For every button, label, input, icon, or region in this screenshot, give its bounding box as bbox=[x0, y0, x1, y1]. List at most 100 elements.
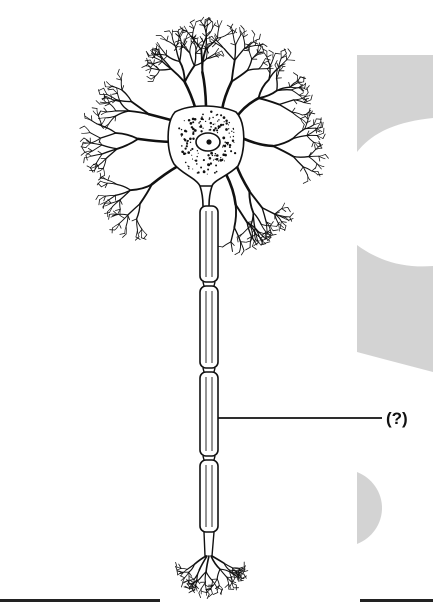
axon-terminal-branch bbox=[213, 593, 218, 595]
dendrite-branch bbox=[303, 181, 308, 183]
dendrite-branch bbox=[252, 246, 256, 249]
dendrite-branch bbox=[103, 168, 104, 175]
soma-stipple-dot bbox=[192, 138, 194, 140]
dendrite-branch bbox=[288, 208, 291, 212]
soma-stipple-dot bbox=[200, 130, 202, 132]
dendrite-branch bbox=[92, 108, 97, 109]
soma-stipple-dot bbox=[233, 132, 234, 133]
soma-stipple-dot bbox=[207, 169, 209, 171]
dendrite-branch bbox=[196, 20, 201, 22]
dendrite-branch bbox=[322, 122, 323, 127]
bottom-right-rule bbox=[360, 599, 433, 602]
dendrite-branch bbox=[319, 156, 325, 159]
dendrite-branch bbox=[244, 50, 249, 51]
soma-stipple-dot bbox=[198, 153, 199, 154]
dendrite-branch bbox=[317, 133, 324, 135]
dendrite-branch bbox=[222, 51, 224, 56]
dendrite-branch bbox=[280, 228, 285, 230]
soma-stipple-dot bbox=[223, 116, 226, 119]
dendrite-branch bbox=[108, 176, 110, 181]
soma-stipple-dot bbox=[196, 163, 198, 165]
dendrite-branch bbox=[265, 242, 270, 243]
axon-terminal-branch bbox=[190, 580, 194, 583]
dendrite-branch bbox=[318, 172, 320, 177]
soma-stipple-dot bbox=[229, 144, 231, 146]
soma-stipple-dot bbox=[222, 160, 224, 162]
soma-stipple-dot bbox=[216, 129, 218, 131]
dendrite-branch bbox=[259, 98, 280, 104]
soma-stipple-dot bbox=[216, 171, 218, 173]
dendrite-branch bbox=[194, 22, 196, 29]
dendrite-branch bbox=[201, 17, 204, 21]
dendrite-branch bbox=[99, 195, 106, 196]
dendrite-branch bbox=[315, 145, 316, 150]
soma-stipple-dot bbox=[194, 118, 197, 121]
dendrite-branch bbox=[150, 75, 155, 76]
dendrite-branch bbox=[104, 82, 105, 87]
soma-stipple-dot bbox=[190, 142, 191, 143]
dendrite-branch bbox=[102, 126, 116, 133]
soma-stipple-dot bbox=[200, 125, 203, 128]
soma-stipple-dot bbox=[225, 122, 227, 124]
nucleolus bbox=[206, 139, 211, 144]
dendrite-branch bbox=[142, 65, 147, 67]
soma-stipple-dot bbox=[192, 128, 195, 131]
dendrite-branch bbox=[277, 63, 279, 68]
soma-stipple-dot bbox=[181, 145, 183, 147]
dendrite-branch bbox=[207, 22, 211, 26]
soma-stipple-dot bbox=[227, 142, 229, 144]
axon-terminal-branch bbox=[199, 589, 201, 593]
soma-stipple-dot bbox=[210, 122, 212, 124]
dendrite-branch bbox=[113, 89, 117, 93]
soma-stipple-dot bbox=[213, 129, 216, 132]
soma-stipple-dot bbox=[181, 129, 182, 130]
dendrite-branch bbox=[110, 214, 118, 215]
dendrite-branch bbox=[119, 215, 128, 224]
dendrite-branch bbox=[292, 108, 295, 112]
bottom-left-rule bbox=[0, 599, 160, 602]
dendrite-branch bbox=[270, 222, 273, 226]
soma-stipple-dot bbox=[222, 153, 225, 156]
soma-stipple-dot bbox=[180, 133, 183, 136]
dendrite-branch bbox=[122, 90, 131, 101]
soma-stipple-dot bbox=[215, 153, 216, 154]
dendrite-branch bbox=[160, 69, 172, 70]
dendrite-branch bbox=[176, 47, 180, 62]
dendrite-branch bbox=[263, 44, 267, 47]
dendrite-branch bbox=[304, 103, 311, 104]
dendrite-branch bbox=[273, 230, 278, 231]
dendrite-branch bbox=[113, 215, 118, 216]
dendrite-branch bbox=[252, 30, 255, 34]
dendrite-branch bbox=[232, 71, 247, 82]
dendrite-branch bbox=[288, 49, 291, 53]
dendrite-branch bbox=[123, 234, 127, 237]
dendrite-branch bbox=[90, 143, 102, 145]
soma-stipple-dot bbox=[185, 153, 187, 155]
dendrite-branch bbox=[224, 49, 234, 60]
dendrite-branch bbox=[325, 154, 328, 158]
dendrite-branch bbox=[299, 93, 303, 96]
dendrite-branch bbox=[234, 205, 236, 228]
axon-terminal-branch bbox=[181, 582, 183, 587]
dendrite-branch bbox=[120, 102, 129, 111]
axon-terminal-branch bbox=[185, 572, 189, 578]
dendrite-branch bbox=[279, 100, 294, 105]
dendrite-branch bbox=[152, 166, 178, 184]
soma-stipple-dot bbox=[186, 145, 188, 147]
dendrite-branch bbox=[267, 55, 271, 57]
dendrite-branch bbox=[106, 82, 112, 87]
dendrite-branch bbox=[301, 117, 306, 119]
soma-stipple-dot bbox=[214, 172, 216, 174]
dendrite-branch bbox=[99, 88, 104, 90]
soma-stipple-dot bbox=[202, 128, 203, 129]
dendrite-branch bbox=[145, 60, 150, 61]
dendrite-branch bbox=[308, 113, 310, 120]
soma-stipple-dot bbox=[227, 144, 228, 145]
soma-stipple-dot bbox=[234, 152, 236, 154]
dendrite-branch bbox=[155, 70, 159, 76]
axon bbox=[200, 206, 218, 556]
dendrite-branch bbox=[116, 111, 130, 116]
soma-stipple-dot bbox=[224, 141, 226, 143]
dendrite-branch bbox=[84, 156, 91, 158]
dendrite-branch bbox=[235, 252, 239, 254]
